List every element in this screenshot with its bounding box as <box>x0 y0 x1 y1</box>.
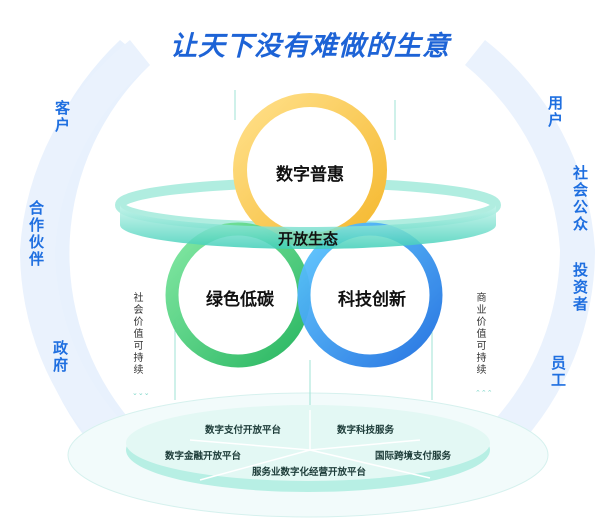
stakeholder-right-2: 投资者 <box>571 262 589 313</box>
ring-label: 开放生态 <box>277 230 338 248</box>
platform-3: 国际跨境支付服务 <box>375 451 452 462</box>
circle-left-label: 绿色低碳 <box>206 290 274 310</box>
circle-right-label: 科技创新 <box>338 290 406 310</box>
base-disk <box>126 405 490 481</box>
svg-text:⌄⌄⌄: ⌄⌄⌄ <box>132 389 150 397</box>
base-dividers <box>189 410 431 481</box>
stakeholder-right-3: 员工 <box>549 355 567 389</box>
stakeholder-right-1: 社会公众 <box>571 165 589 233</box>
chevrons: ⌄⌄⌄ ⌃⌃⌃ <box>132 389 493 397</box>
platform-1: 数字科技服务 <box>337 425 395 436</box>
stakeholder-left-0: 客户 <box>53 100 71 134</box>
decor-lines <box>174 90 433 405</box>
slogan-title: 让天下没有难做的生意 <box>170 31 450 62</box>
platform-2: 数字金融开放平台 <box>165 451 242 462</box>
svg-text:⌃⌃⌃: ⌃⌃⌃ <box>475 389 493 397</box>
business-value-label: 商业价值可持续 <box>474 292 485 376</box>
platform-0: 数字支付开放平台 <box>205 425 282 436</box>
ring-front <box>120 205 496 249</box>
platform-4: 服务业数字化经营开放平台 <box>252 467 367 478</box>
social-value-label: 社会价值可持续 <box>131 292 142 376</box>
stakeholder-left-1: 合作伙伴 <box>27 200 45 268</box>
circle-top-label: 数字普惠 <box>276 165 344 185</box>
stakeholder-right-0: 用户 <box>546 95 564 129</box>
left-arc-outer <box>20 40 150 450</box>
right-arc-outer <box>465 40 595 450</box>
stakeholder-left-2: 政府 <box>51 340 69 374</box>
